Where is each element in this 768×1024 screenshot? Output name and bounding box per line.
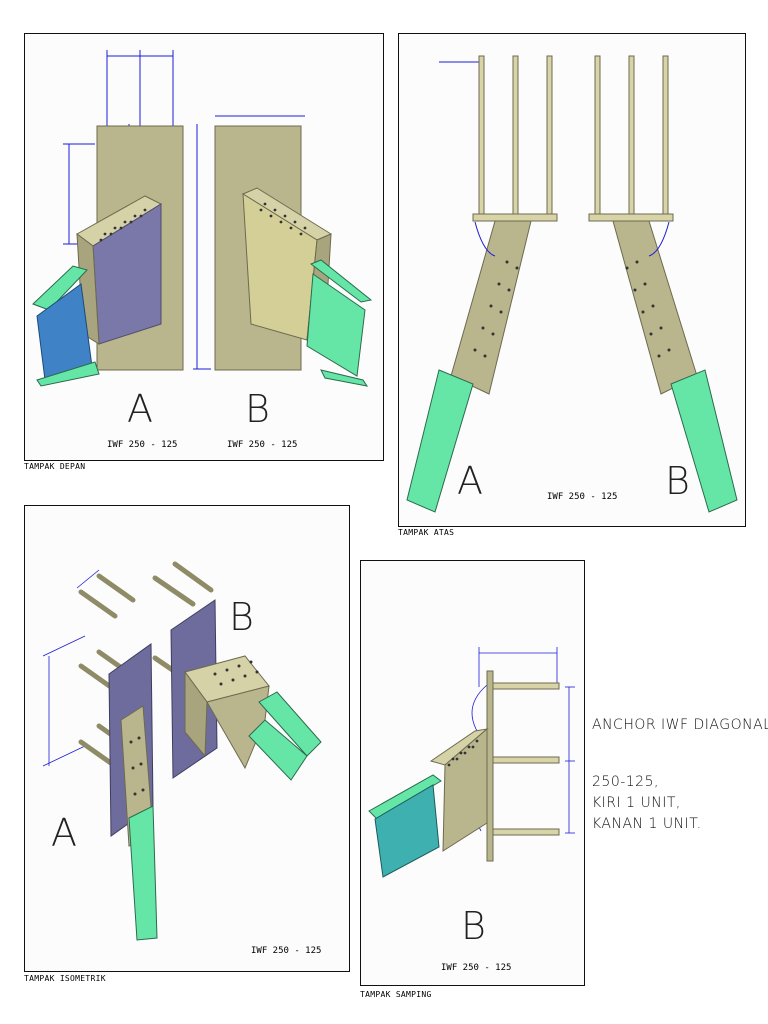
top-profile: IWF 250 - 125 [547,492,618,502]
side-view-drawing [368,647,575,878]
isometric-view-caption: TAMPAK ISOMETRIK [24,974,106,983]
side-plate [486,670,494,862]
top-label-a: A [457,459,483,503]
beam-b-flange-top [309,259,373,303]
side-rods [492,682,560,836]
top-bolts [473,260,671,358]
top-view-caption: TAMPAK ATAS [398,528,455,537]
top-view-frame: A B IWF 250 - 125 [398,33,746,527]
front-view-drawing [32,50,373,387]
diagonal-plate-b [612,220,698,395]
iso-beam-b-top [258,691,322,757]
iso-beam-a [128,805,158,941]
side-beam-web [374,784,440,878]
side-connector-face [442,727,488,852]
iso-beam-b-web [248,719,308,781]
side-view-frame: B IWF 250 - 125 [360,560,585,986]
side-view-caption: TAMPAK SAMPING [360,990,432,999]
side-label-b: B [461,904,486,948]
top-view-drawing [406,55,738,513]
notes-title: ANCHOR IWF DIAGONAL [592,717,768,733]
front-label-b: B [245,387,270,431]
rods-a [472,55,558,222]
iso-label-a: A [51,811,77,855]
front-profile-a: IWF 250 - 125 [107,440,178,450]
front-view-caption: TAMPAK DEPAN [24,462,86,471]
side-beam-top [368,774,442,820]
side-profile: IWF 250 - 125 [441,963,512,973]
diagonal-beam-b [670,369,738,513]
notes-left-count: KIRI 1 UNIT, [592,795,681,811]
front-view-frame: A B IWF 250 - 125 IWF 250 - 125 [24,33,384,461]
notes-right-count: KANAN 1 UNIT. [592,816,702,832]
front-bolts [99,202,307,242]
top-angle-arcs [474,221,670,257]
beam-a-flange-top [32,265,88,311]
diagonal-beam-a [406,369,474,513]
side-bolts [447,739,479,767]
rods-b [588,55,674,222]
beam-b-flange-bottom [320,369,369,387]
iso-profile: IWF 250 - 125 [251,946,322,956]
notes-spec: 250-125, [592,774,659,790]
beam-b-web [306,273,366,377]
iso-connector-b-face [184,670,208,758]
iso-dimensions [42,569,100,767]
front-label-a: A [127,387,153,431]
top-label-b: B [665,459,690,503]
iso-label-b: B [229,595,254,639]
beam-a-flange-bottom [36,361,100,387]
isometric-view-frame: A B IWF 250 - 125 [24,505,350,972]
front-profile-b: IWF 250 - 125 [227,440,298,450]
isometric-view-drawing [42,561,322,941]
iso-bolts [129,660,259,796]
